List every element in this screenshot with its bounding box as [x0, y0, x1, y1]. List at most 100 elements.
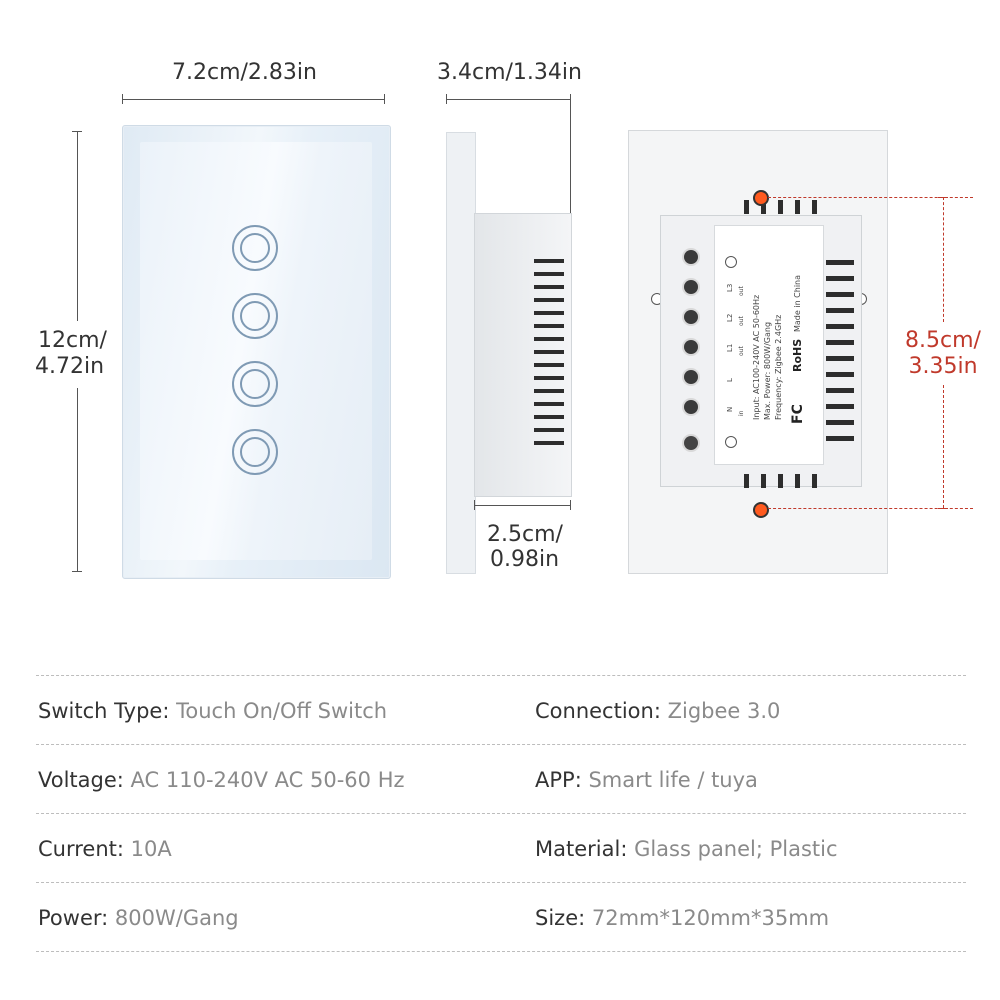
mount-spacing-label-1: 8.5cm/	[905, 328, 981, 353]
front-width-tick-left	[122, 94, 123, 104]
side-fin	[534, 311, 564, 315]
top-fin	[812, 200, 817, 214]
top-fin	[795, 200, 800, 214]
spec-divider	[36, 744, 966, 745]
front-height-line-bottom	[77, 388, 78, 572]
right-fin	[826, 372, 854, 377]
side-fin	[534, 324, 564, 328]
front-height-label-1: 12cm/	[38, 328, 107, 353]
touch-button-3[interactable]	[232, 361, 278, 407]
front-width-label: 7.2cm/2.83in	[172, 60, 317, 85]
mount-marker-bottom	[753, 502, 769, 518]
terminal-indicator	[725, 256, 737, 268]
front-height-line-top	[77, 131, 78, 321]
spec-divider	[36, 813, 966, 814]
terminal-indicator	[725, 436, 737, 448]
spec-key: Current:	[38, 837, 124, 861]
mount-marker-top	[753, 190, 769, 206]
spec-divider	[36, 882, 966, 883]
terminal-label-l1: L1	[726, 343, 734, 352]
bottom-fin	[744, 474, 749, 488]
spec-value: 72mm*120mm*35mm	[591, 906, 830, 930]
spec-material: Material: Glass panel; Plastic	[535, 836, 838, 862]
fcc-mark: FC	[790, 404, 806, 424]
spec-value: Touch On/Off Switch	[176, 699, 388, 723]
mount-spacing-line-bottom	[943, 385, 944, 508]
terminal-screw	[684, 400, 698, 414]
spec-key: Switch Type:	[38, 699, 170, 723]
front-width-tick-right	[384, 94, 385, 104]
label-power-line: Max. Power: 800W/Gang	[763, 321, 772, 420]
side-depth-label: 3.4cm/1.34in	[437, 60, 582, 85]
terminal-screw	[684, 340, 698, 354]
spec-key: APP:	[535, 768, 582, 792]
terminal-sub-label: out	[738, 346, 745, 356]
side-fin	[534, 337, 564, 341]
terminal-label-n: N	[726, 406, 734, 412]
mount-spacing-guide-top	[768, 197, 973, 198]
touch-button-1[interactable]	[232, 225, 278, 271]
bottom-fin	[795, 474, 800, 488]
spec-value: Smart life / tuya	[588, 768, 758, 792]
top-fin	[778, 200, 783, 214]
side-body-tick-left	[474, 500, 475, 510]
right-fin	[826, 388, 854, 393]
side-body-label-1: 2.5cm/	[487, 522, 563, 547]
spec-value: AC 110-240V AC 50-60 Hz	[130, 768, 405, 792]
side-view-body	[474, 213, 572, 497]
front-height-tick-bottom	[72, 571, 82, 572]
right-fin	[826, 436, 854, 441]
side-body-tick-right	[570, 500, 571, 510]
side-body-label-2: 0.98in	[490, 547, 560, 572]
side-fin	[534, 272, 564, 276]
side-fin	[534, 376, 564, 380]
mount-spacing-line-top	[943, 197, 944, 322]
right-fin	[826, 292, 854, 297]
side-fin	[534, 428, 564, 432]
spec-key: Power:	[38, 906, 109, 930]
side-body-line	[474, 505, 570, 506]
right-fin	[826, 324, 854, 329]
terminal-screw	[684, 280, 698, 294]
front-height-label-2: 4.72in	[35, 354, 105, 379]
terminal-label-l2: L2	[726, 313, 734, 322]
terminal-label-l3: L3	[726, 283, 734, 292]
right-fin	[826, 308, 854, 313]
spec-value: Glass panel; Plastic	[634, 837, 838, 861]
made-in-label: Made in China	[793, 274, 802, 332]
side-fin	[534, 285, 564, 289]
right-fin	[826, 276, 854, 281]
right-fin	[826, 404, 854, 409]
spec-size: Size: 72mm*120mm*35mm	[535, 905, 829, 931]
side-fin	[534, 350, 564, 354]
side-fin	[534, 298, 564, 302]
side-fin	[534, 363, 564, 367]
front-glass-inner	[140, 142, 372, 560]
spec-key: Size:	[535, 906, 586, 930]
mount-spacing-guide-bottom	[768, 508, 973, 509]
spec-power: Power: 800W/Gang	[38, 905, 239, 931]
spec-app: APP: Smart life / tuya	[535, 767, 758, 793]
right-fin	[826, 260, 854, 265]
side-fin	[534, 402, 564, 406]
touch-button-4[interactable]	[232, 429, 278, 475]
spec-voltage: Voltage: AC 110-240V AC 50-60 Hz	[38, 767, 405, 793]
front-width-line	[122, 99, 385, 100]
top-fin	[744, 200, 749, 214]
bottom-fin	[778, 474, 783, 488]
touch-button-2[interactable]	[232, 293, 278, 339]
rohs-mark: RoHS	[791, 338, 804, 372]
top-fin	[761, 200, 766, 214]
mount-spacing-tick-bottom	[938, 508, 948, 509]
front-height-tick-top	[72, 131, 82, 132]
side-depth-tick-left	[446, 94, 447, 104]
side-fin	[534, 441, 564, 445]
spec-key: Connection:	[535, 699, 661, 723]
side-fin	[534, 389, 564, 393]
bottom-fin	[761, 474, 766, 488]
right-fin	[826, 340, 854, 345]
spec-key: Voltage:	[38, 768, 124, 792]
side-depth-line	[446, 99, 570, 100]
bottom-fin	[812, 474, 817, 488]
label-input-line: Input: AC100-240V AC 50-60Hz	[752, 294, 761, 420]
